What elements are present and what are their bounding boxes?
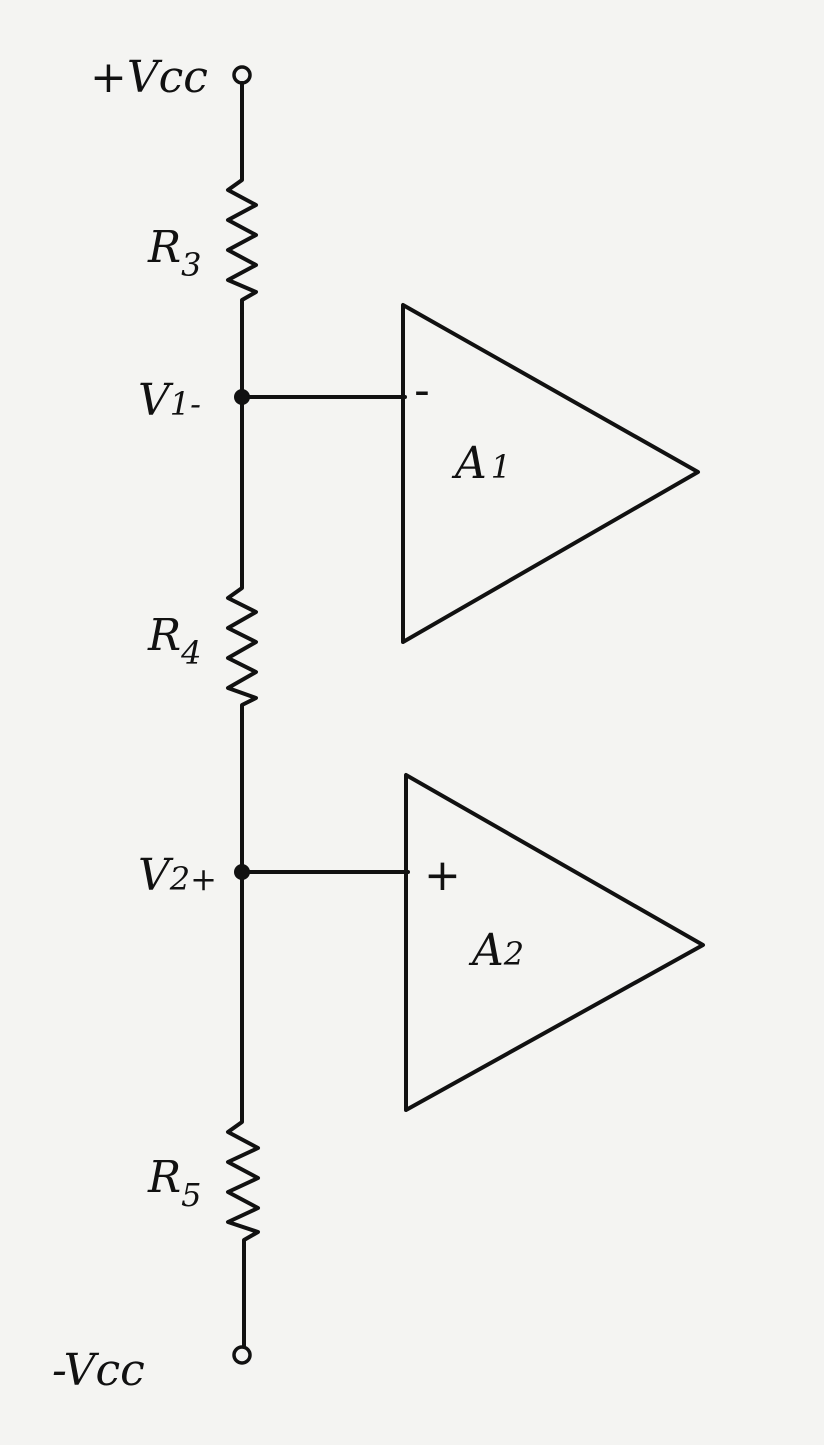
node-1-label: V1- [138, 375, 201, 426]
resistor-r3-label: R3 [147, 222, 202, 284]
opamp-a2-label: A2 [468, 925, 524, 976]
negative-supply-label: -Vcc [52, 1345, 145, 1396]
positive-supply-terminal [232, 65, 252, 85]
resistor-r5-label: R5 [147, 1152, 202, 1214]
opamp-a2 [404, 773, 705, 1112]
positive-supply-label: +Vcc [90, 52, 208, 103]
opamp-a1-inverting-input-sign: - [414, 365, 430, 416]
resistor-r5 [226, 1108, 260, 1247]
opamp-a2-noninverting-input-sign: + [424, 850, 461, 901]
node-2-label: V2+ [138, 850, 217, 901]
negative-supply-terminal [232, 1345, 252, 1365]
opamp-a1 [401, 303, 700, 644]
resistor-r4 [226, 573, 258, 714]
resistor-r4-label: R4 [147, 610, 202, 672]
resistor-r3 [226, 166, 258, 314]
